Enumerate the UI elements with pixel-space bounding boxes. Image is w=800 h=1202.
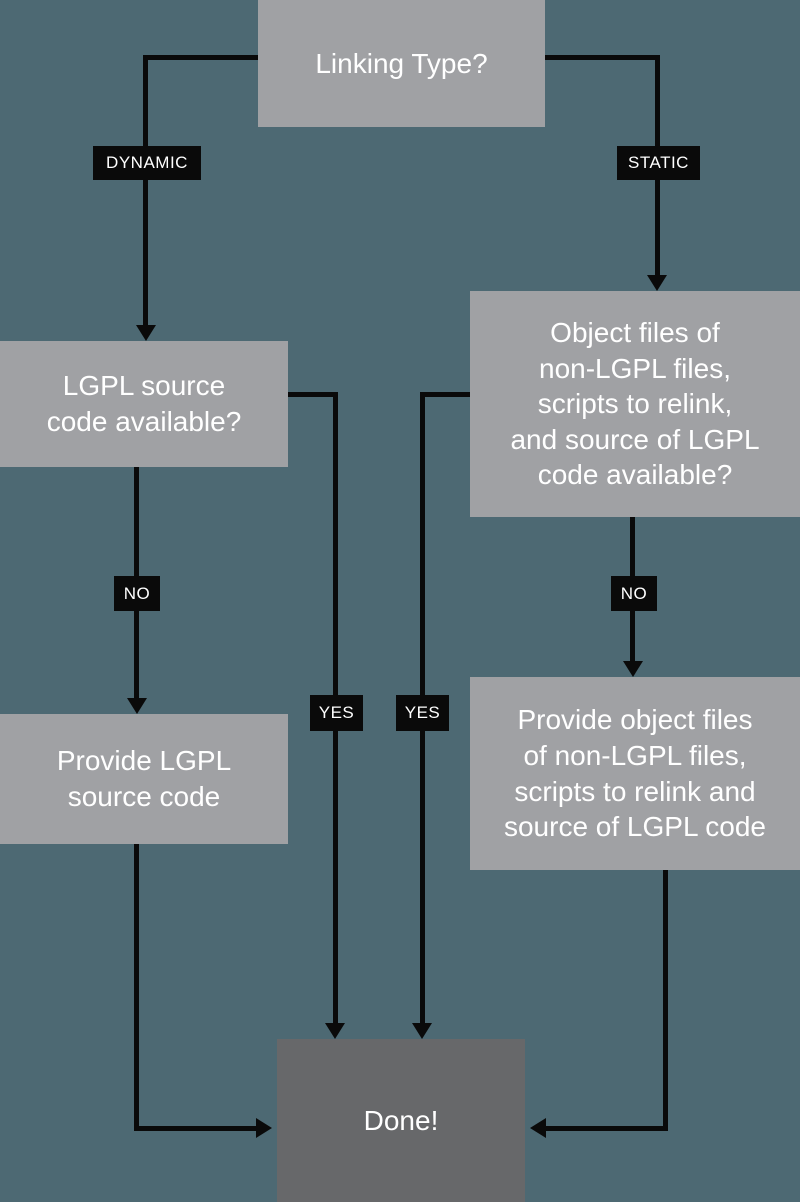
edge-label-static: STATIC [617,146,700,180]
node-provide-object-files-label: Provide object files of non-LGPL files, … [503,704,766,843]
edge-linking-to-static-horizontal [545,55,660,60]
arrowhead-yes-left-into-done [325,1023,345,1039]
node-provide-lgpl-source-label: Provide LGPL source code [56,745,232,812]
edge-provide-object-to-done-vertical [663,870,668,1131]
node-lgpl-source-available-label: LGPL source code available? [46,370,242,437]
node-provide-lgpl-source: Provide LGPL source code [0,714,288,844]
edge-label-yes-left: YES [310,695,363,731]
node-linking-type: Linking Type? [258,0,545,127]
edge-label-no-right: NO [611,576,657,611]
arrowhead-yes-right-into-done [412,1023,432,1039]
edge-linking-to-dynamic-horizontal [143,55,259,60]
edge-provide-object-to-done-horizontal [546,1126,668,1131]
arrowhead-into-provide-object-files [623,661,643,677]
node-linking-type-label: Linking Type? [315,47,488,79]
edge-label-yes-right: YES [396,695,449,731]
arrowhead-into-provide-lgpl [127,698,147,714]
arrowhead-into-object-files-available [647,275,667,291]
edge-label-no-left: NO [114,576,160,611]
edge-dynamic-vertical [143,55,148,328]
edge-label-static-text: STATIC [628,153,689,172]
edge-label-no-right-text: NO [620,583,648,603]
node-lgpl-source-available: LGPL source code available? [0,341,288,467]
node-provide-object-files: Provide object files of non-LGPL files, … [470,677,800,870]
arrowhead-into-lgpl-available [136,325,156,341]
edge-yes-right-horizontal [420,392,470,397]
edge-label-dynamic: DYNAMIC [93,146,201,180]
edge-label-yes-left-text: YES [318,703,355,722]
node-done-label: Done! [363,1104,439,1136]
edge-label-dynamic-text: DYNAMIC [106,153,188,172]
edge-label-no-left-text: NO [123,583,151,603]
node-object-files-available: Object files of non-LGPL files, scripts … [470,291,800,517]
edge-yes-left-horizontal [288,392,338,397]
arrowhead-left-into-done [256,1118,272,1138]
edge-provide-lgpl-to-done-horizontal [134,1126,256,1131]
arrowhead-right-into-done [530,1118,546,1138]
node-done: Done! [277,1039,525,1202]
node-object-files-available-label: Object files of non-LGPL files, scripts … [510,317,760,491]
edge-label-yes-right-text: YES [404,703,441,722]
edge-provide-lgpl-to-done-vertical [134,844,139,1131]
